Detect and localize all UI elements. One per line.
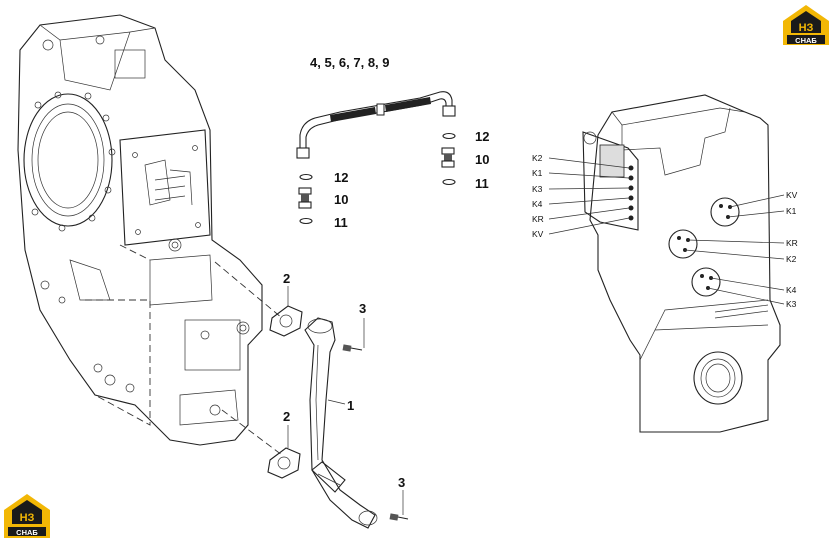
callout-hose-group: 4, 5, 6, 7, 8, 9 bbox=[310, 55, 390, 70]
callout-oring-bottom-right: 11 bbox=[475, 176, 489, 191]
gasket-bottom bbox=[267, 447, 301, 479]
logo-mark-bottom: НЗ bbox=[20, 512, 35, 524]
callout-bolt-bottom: 3 bbox=[398, 475, 405, 490]
callout-bolt-top: 3 bbox=[359, 301, 366, 316]
callout-gasket-bottom: 2 bbox=[283, 409, 290, 424]
logo-word-bottom: СНАБ bbox=[16, 528, 38, 537]
logo-mark-top: НЗ bbox=[799, 22, 814, 34]
callout-fitting-top-right: 10 bbox=[475, 152, 489, 167]
port-leaders-left bbox=[548, 157, 630, 235]
brand-logo-top-right: НЗ СНАБ bbox=[783, 5, 829, 45]
bolt-bottom bbox=[389, 513, 409, 521]
gearbox-side-view bbox=[582, 94, 781, 433]
brand-logo-bottom-left: НЗ СНАБ bbox=[4, 494, 50, 538]
port-leaders-right bbox=[684, 194, 785, 305]
port-label-k1-right: K1 bbox=[786, 206, 797, 216]
port-label-k3-left: K3 bbox=[532, 184, 543, 194]
leader-gasket-bottom bbox=[221, 409, 283, 456]
gasket-top bbox=[269, 305, 303, 337]
bolt-top bbox=[342, 344, 363, 352]
callout-fitting-left: 10 bbox=[334, 192, 348, 207]
callout-pipe: 1 bbox=[347, 398, 354, 413]
callout-oring-bottom-left: 11 bbox=[334, 215, 348, 230]
callout-gasket-top: 2 bbox=[283, 271, 290, 286]
callout-oring-top-right: 12 bbox=[475, 129, 489, 144]
pipe bbox=[304, 317, 378, 529]
transmission-housing bbox=[17, 14, 263, 446]
port-label-kv-left: KV bbox=[532, 229, 544, 239]
port-label-k1-left: K1 bbox=[532, 168, 543, 178]
port-label-k2-left: K2 bbox=[532, 153, 543, 163]
port-label-k3-right: K3 bbox=[786, 299, 797, 309]
port-label-kr-left: KR bbox=[532, 214, 544, 224]
port-label-kv-right: KV bbox=[786, 190, 798, 200]
port-labels-left: K2 K1 K3 K4 KR KV bbox=[532, 153, 544, 239]
port-label-k4-right: K4 bbox=[786, 285, 797, 295]
port-label-k2-right: K2 bbox=[786, 254, 797, 264]
leader-gasket-top bbox=[214, 261, 283, 319]
port-label-kr-right: KR bbox=[786, 238, 798, 248]
hose-assembly bbox=[296, 91, 456, 159]
callout-oring-top-left: 12 bbox=[334, 170, 348, 185]
fitting-set-right bbox=[441, 132, 456, 186]
port-labels-right: KV K1 KR K2 K4 K3 bbox=[786, 190, 798, 309]
fitting-set-left bbox=[298, 173, 313, 225]
port-label-k4-left: K4 bbox=[532, 199, 543, 209]
logo-word-top: СНАБ bbox=[795, 36, 817, 45]
